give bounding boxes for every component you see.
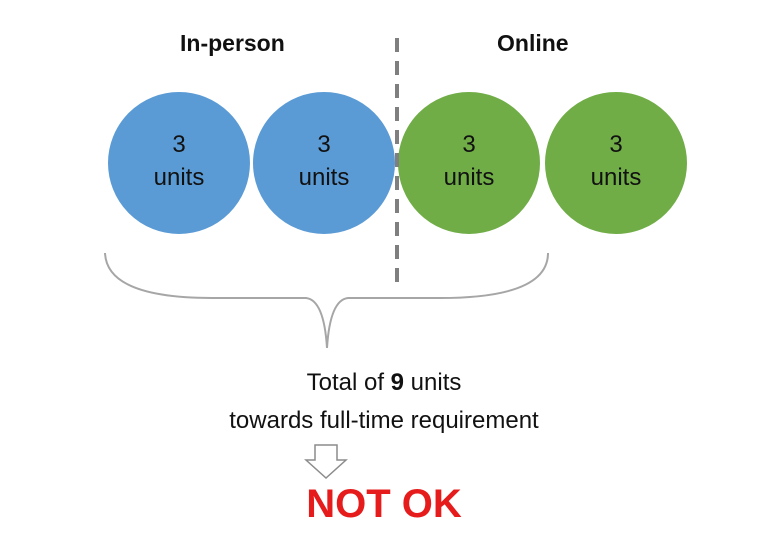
circle-label-3: 3 units [399, 128, 539, 194]
online-course-circle-2 [543, 90, 689, 236]
online-heading: Online [497, 30, 569, 56]
total-units-line: Total of 9 units [0, 369, 768, 397]
curly-brace-icon [104, 252, 549, 349]
down-arrow-outline-icon [304, 444, 348, 480]
unit-count: 3 [172, 131, 186, 158]
unit-word: units [443, 164, 495, 191]
unit-word: units [153, 164, 205, 191]
in-person-heading: In-person [180, 30, 285, 56]
circle-label-1: 3 units [109, 128, 249, 194]
total-suffix: units [404, 369, 462, 396]
requirement-line: towards full-time requirement [229, 407, 539, 434]
total-value: 9 [390, 369, 405, 396]
unit-count: 3 [317, 131, 331, 158]
circle-label-4: 3 units [546, 128, 686, 194]
circle-label-2: 3 units [254, 128, 394, 194]
total-prefix: Total of [306, 369, 391, 396]
unit-count: 3 [462, 131, 476, 158]
unit-count: 3 [609, 131, 623, 158]
unit-word: units [590, 164, 642, 191]
verdict-label: NOT OK [306, 482, 462, 526]
unit-word: units [298, 164, 350, 191]
